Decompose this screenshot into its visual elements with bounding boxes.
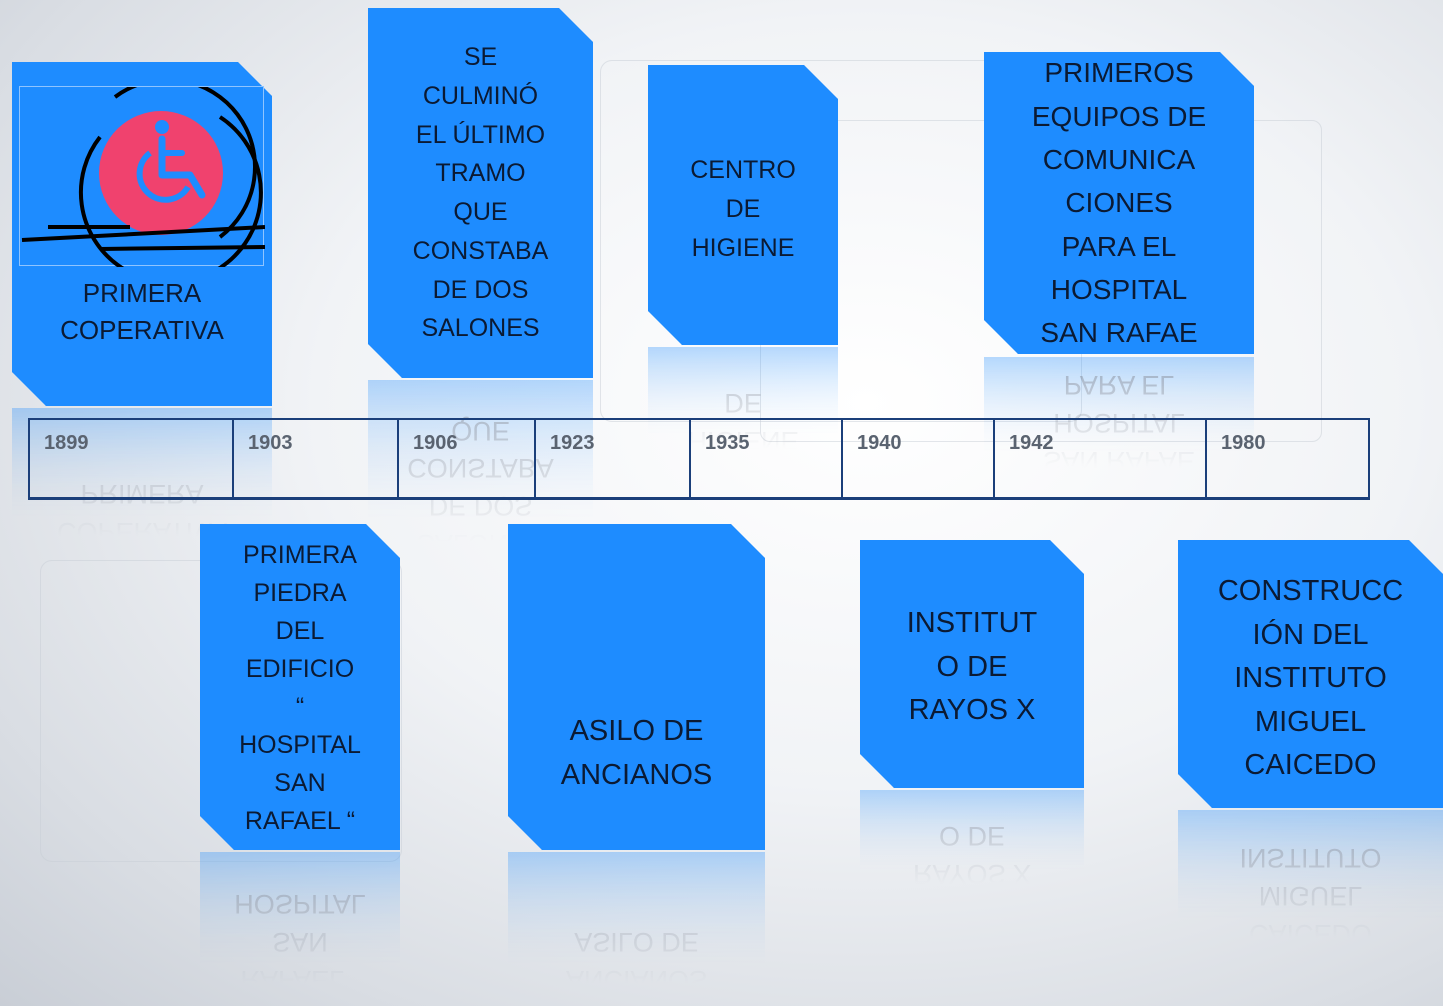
event-text-1980: CONSTRUCC IÓN DEL INSTITUTO MIGUEL CAICE…	[1217, 575, 1404, 781]
event-card-1906: SE CULMINÓ EL ÚLTIMO TRAMO QUE CONSTABA …	[368, 8, 593, 378]
timeline-cell-1935: 1935	[689, 420, 841, 497]
event-card-1942: PRIMEROS EQUIPOS DE COMUNICA CIONES PARA…	[984, 52, 1254, 354]
event-text-1906: SE CULMINÓ EL ÚLTIMO TRAMO QUE CONSTABA …	[412, 43, 549, 343]
year-label: 1935	[705, 432, 750, 454]
reflection-1980: CAICEDO MIGUEL INSTITUTO	[1178, 810, 1443, 960]
timeline-cell-1923: 1923	[534, 420, 689, 497]
event-text-1923: ASILO DE ANCIANOS	[560, 715, 713, 791]
wheelchair-accessibility-icon	[21, 77, 266, 285]
year-label: 1940	[857, 432, 902, 454]
year-label: 1903	[248, 432, 293, 454]
event-text-1935: CENTRO DE HIGIENE	[690, 156, 796, 262]
event-text-1903: PRIMERA PIEDRA DEL EDIFICIO “ HOSPITAL S…	[239, 541, 361, 835]
reflection-1940: RAYOS X O DE	[860, 790, 1084, 900]
event-card-1980: CONSTRUCC IÓN DEL INSTITUTO MIGUEL CAICE…	[1178, 540, 1443, 808]
reflection-1903: RAFAEL “ SAN HOSPITAL	[200, 852, 400, 1006]
reflection-1923: ANCIANOS ASILO DE	[508, 852, 765, 1006]
timeline-cell-1899: 1899	[30, 420, 232, 497]
year-label: 1923	[550, 432, 595, 454]
event-card-1940: INSTITUT O DE RAYOS X	[860, 540, 1084, 788]
year-label: 1980	[1221, 432, 1266, 454]
event-card-1923: ASILO DE ANCIANOS	[508, 524, 765, 850]
timeline-cell-1940: 1940	[841, 420, 993, 497]
logo-frame	[19, 77, 266, 285]
year-label: 1942	[1009, 432, 1054, 454]
event-card-1935: CENTRO DE HIGIENE	[648, 65, 838, 345]
timeline-cell-1980: 1980	[1205, 420, 1368, 497]
event-text-1940: INSTITUT O DE RAYOS X	[906, 607, 1038, 726]
timeline-cell-1942: 1942	[993, 420, 1205, 497]
year-label: 1906	[413, 432, 458, 454]
timeline-bar: 1899 1903 1906 1923 1935 1940 1942 1980	[28, 418, 1370, 500]
year-label: 1899	[44, 432, 89, 454]
timeline-cell-1906: 1906	[397, 420, 534, 497]
timeline-cell-1903: 1903	[232, 420, 397, 497]
event-text-1942: PRIMEROS EQUIPOS DE COMUNICA CIONES PARA…	[1031, 57, 1207, 349]
event-card-1903: PRIMERA PIEDRA DEL EDIFICIO “ HOSPITAL S…	[200, 524, 400, 850]
event-text-1899: PRIMERA COPERATIVA	[60, 277, 224, 346]
